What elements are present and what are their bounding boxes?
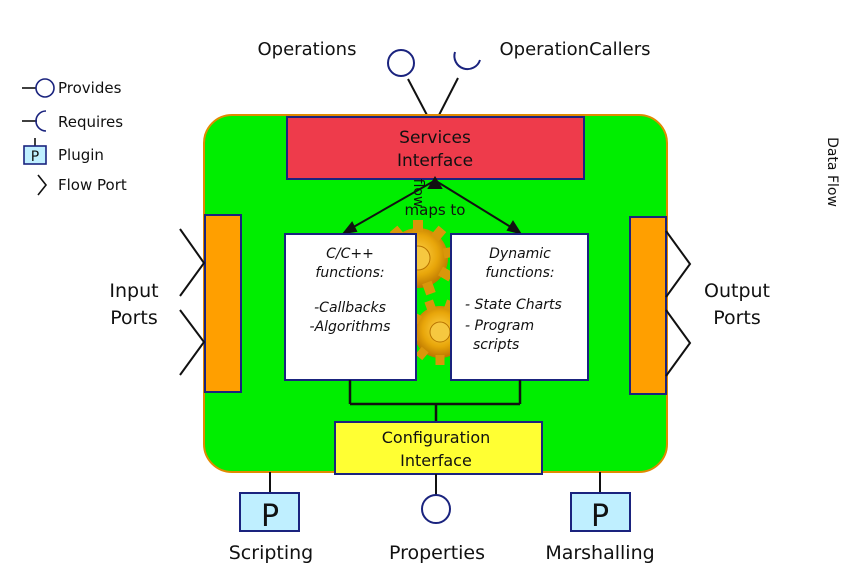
input-ports-line2: Ports <box>110 307 158 329</box>
cpp-line3: -Callbacks <box>314 300 386 316</box>
output-flow-port-icon <box>665 230 692 377</box>
plugin-icon: P <box>23 138 47 165</box>
marshalling-plugin: P <box>570 472 631 534</box>
dyn-line1: Dynamic <box>489 246 551 262</box>
dynamic-functions-box: Dynamic functions: - State Charts - Prog… <box>450 233 589 381</box>
configuration-interface: Configuration Interface <box>334 421 543 475</box>
output-ports-line1: Output <box>704 280 770 302</box>
legend-provides-label: Provides <box>58 79 122 97</box>
input-ports-line1: Input <box>109 280 158 302</box>
legend-requires-label: Requires <box>58 113 123 131</box>
legend-flow-port-label: Flow Port <box>58 176 127 194</box>
services-interface-line1: Services <box>399 128 471 148</box>
dyn-line2: functions: <box>485 265 554 281</box>
flow-label: flow <box>410 179 426 208</box>
legend: Provides Requires P Plugin Flow Port <box>22 78 127 196</box>
scripting-plugin: P <box>239 472 300 534</box>
operation-callers-requires-icon <box>437 51 481 118</box>
flow-port-icon <box>37 174 48 196</box>
maps-to-label: maps to <box>405 201 466 219</box>
services-interface-line2: Interface <box>397 151 473 171</box>
dyn-line4: - Program <box>465 318 534 334</box>
operation-callers-label: OperationCallers <box>499 39 650 60</box>
cpp-line4: -Algorithms <box>310 319 391 335</box>
dyn-line5: scripts <box>473 337 519 353</box>
output-port-bar <box>629 216 667 395</box>
data-flow-label: Data Flow <box>824 137 840 207</box>
cpp-line2: functions: <box>315 265 384 281</box>
provides-icon <box>22 78 55 98</box>
operations-provides-icon <box>387 49 429 118</box>
legend-plugin-label: Plugin <box>58 146 104 164</box>
marshalling-plugin-glyph: P <box>591 499 609 534</box>
input-port-bar <box>204 214 242 393</box>
scripting-plugin-glyph: P <box>261 499 279 534</box>
properties-label: Properties <box>389 542 485 564</box>
cpp-line1: C/C++ <box>326 246 374 262</box>
config-connectors <box>348 380 522 422</box>
cpp-functions-box: C/C++ functions: -Callbacks -Algorithms <box>284 233 417 381</box>
operations-label: Operations <box>258 39 357 60</box>
dyn-line3: - State Charts <box>465 297 562 313</box>
configuration-line1: Configuration <box>382 428 491 447</box>
requires-icon <box>22 110 47 132</box>
marshalling-label: Marshalling <box>545 542 654 564</box>
plugin-icon-glyph: P <box>31 149 39 165</box>
output-ports-line2: Ports <box>713 307 761 329</box>
maps-to-arrows <box>341 176 523 235</box>
input-flow-port-icon <box>179 228 206 376</box>
configuration-line2: Interface <box>400 451 472 470</box>
properties-provides-icon <box>421 474 451 524</box>
services-interface: Services Interface <box>286 116 585 180</box>
scripting-label: Scripting <box>229 542 314 564</box>
